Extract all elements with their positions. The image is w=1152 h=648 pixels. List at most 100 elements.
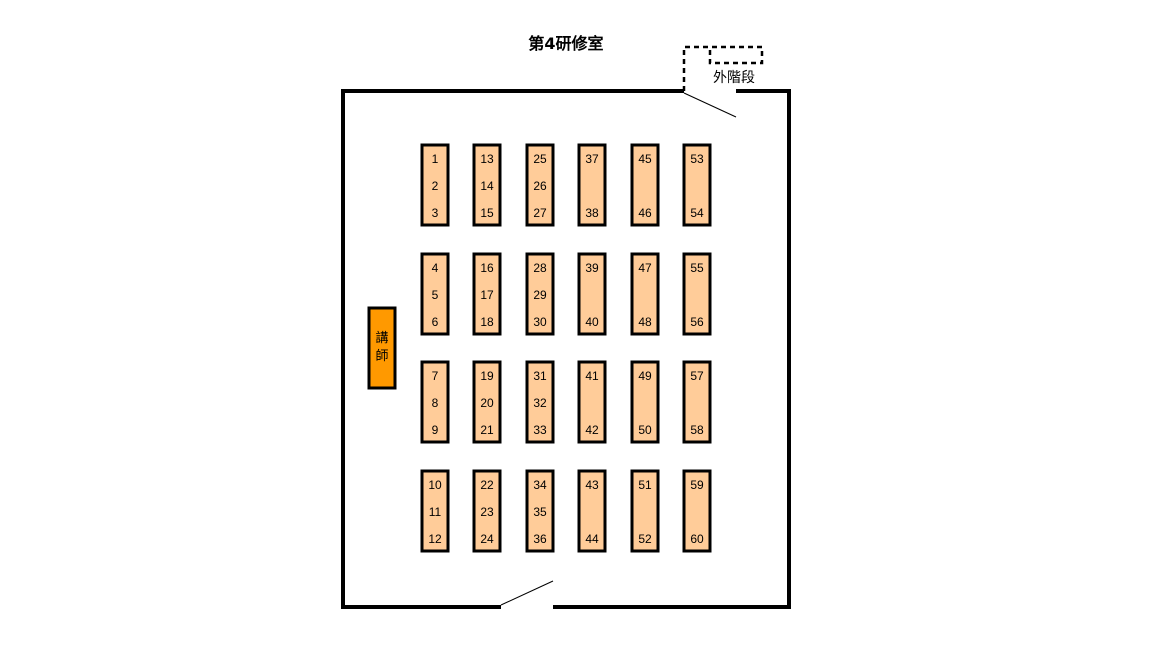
desk-rect <box>577 252 607 336</box>
desk: 47 48 <box>630 252 660 336</box>
desk: 49 50 <box>630 360 660 444</box>
seat-number[interactable]: 8 <box>432 396 439 410</box>
room-walls <box>341 89 791 609</box>
seat-number[interactable]: 52 <box>638 532 652 546</box>
seat-number[interactable]: 17 <box>480 288 494 302</box>
seat-number[interactable]: 1 <box>432 152 439 166</box>
desk-rect <box>420 143 450 227</box>
desk-rect <box>577 469 607 553</box>
seat-number[interactable]: 45 <box>638 152 652 166</box>
desk-rect <box>525 252 555 336</box>
seat-number[interactable]: 58 <box>690 423 704 437</box>
seat-number[interactable]: 33 <box>533 423 547 437</box>
seat-number[interactable]: 5 <box>432 288 439 302</box>
seat-number[interactable]: 27 <box>533 206 547 220</box>
desk: 43 44 <box>577 469 607 553</box>
desk-rect <box>472 143 502 227</box>
seat-number[interactable]: 25 <box>533 152 547 166</box>
seat-number[interactable]: 47 <box>638 261 652 275</box>
seat-number[interactable]: 23 <box>480 505 494 519</box>
podium: 講 師 <box>367 306 397 390</box>
seat-number[interactable]: 16 <box>480 261 494 275</box>
seat-number[interactable]: 55 <box>690 261 704 275</box>
external-stairs <box>682 45 764 91</box>
seat-number[interactable]: 20 <box>480 396 494 410</box>
desk-rect <box>472 252 502 336</box>
desk-rect <box>525 360 555 444</box>
door-top <box>683 92 737 118</box>
desk-rect <box>682 469 712 553</box>
stairs-label: 外階段 <box>713 70 755 86</box>
desk-rect <box>577 143 607 227</box>
podium-label-2: 師 <box>375 349 388 364</box>
seat-number[interactable]: 10 <box>428 478 442 492</box>
seat-number[interactable]: 22 <box>480 478 494 492</box>
seat-number[interactable]: 6 <box>432 315 439 329</box>
seat-number[interactable]: 29 <box>533 288 547 302</box>
seat-number[interactable]: 12 <box>428 532 442 546</box>
seat-number[interactable]: 54 <box>690 206 704 220</box>
desk: 19 20 21 <box>472 360 502 444</box>
seat-number[interactable]: 44 <box>585 532 599 546</box>
door-bottom <box>500 580 554 606</box>
seat-number[interactable]: 26 <box>533 179 547 193</box>
desk: 16 17 18 <box>472 252 502 336</box>
desk: 59 60 <box>682 469 712 553</box>
seat-number[interactable]: 34 <box>533 478 547 492</box>
seat-number[interactable]: 28 <box>533 261 547 275</box>
seat-number[interactable]: 37 <box>585 152 599 166</box>
seat-number[interactable]: 56 <box>690 315 704 329</box>
desk-rect <box>525 143 555 227</box>
seat-number[interactable]: 57 <box>690 369 704 383</box>
desk: 31 32 33 <box>525 360 555 444</box>
seat-number[interactable]: 38 <box>585 206 599 220</box>
seat-number[interactable]: 14 <box>480 179 494 193</box>
seat-number[interactable]: 59 <box>690 478 704 492</box>
seat-number[interactable]: 3 <box>432 206 439 220</box>
desk: 41 42 <box>577 360 607 444</box>
seat-number[interactable]: 31 <box>533 369 547 383</box>
seat-number[interactable]: 21 <box>480 423 494 437</box>
seat-number[interactable]: 35 <box>533 505 547 519</box>
seat-number[interactable]: 32 <box>533 396 547 410</box>
desk-rect <box>525 469 555 553</box>
desk: 4 5 6 <box>420 252 450 336</box>
seat-number[interactable]: 9 <box>432 423 439 437</box>
desk: 39 40 <box>577 252 607 336</box>
desk: 34 35 36 <box>525 469 555 553</box>
seat-number[interactable]: 19 <box>480 369 494 383</box>
seat-number[interactable]: 41 <box>585 369 599 383</box>
seat-number[interactable]: 13 <box>480 152 494 166</box>
desk-rect <box>682 143 712 227</box>
desk-rect <box>472 469 502 553</box>
desk-rect <box>472 360 502 444</box>
seat-number[interactable]: 42 <box>585 423 599 437</box>
seat-number[interactable]: 40 <box>585 315 599 329</box>
desk: 1 2 3 <box>420 143 450 227</box>
desk-rect <box>420 360 450 444</box>
seat-number[interactable]: 15 <box>480 206 494 220</box>
seat-number[interactable]: 50 <box>638 423 652 437</box>
seat-number[interactable]: 39 <box>585 261 599 275</box>
seat-number[interactable]: 11 <box>429 505 442 519</box>
wall-top-left <box>341 89 684 609</box>
desk-rect <box>420 469 450 553</box>
seat-number[interactable]: 51 <box>638 478 652 492</box>
seat-number[interactable]: 60 <box>690 532 704 546</box>
seat-number[interactable]: 46 <box>638 206 652 220</box>
seat-number[interactable]: 18 <box>480 315 494 329</box>
desk-rect <box>420 252 450 336</box>
desk: 55 56 <box>682 252 712 336</box>
seat-number[interactable]: 48 <box>638 315 652 329</box>
desk: 53 54 <box>682 143 712 227</box>
seat-number[interactable]: 53 <box>690 152 704 166</box>
seat-number[interactable]: 2 <box>432 179 439 193</box>
desk: 10 11 12 <box>420 469 450 553</box>
seat-number[interactable]: 36 <box>533 532 547 546</box>
seat-number[interactable]: 4 <box>432 261 439 275</box>
seat-number[interactable]: 7 <box>432 369 439 383</box>
seat-number[interactable]: 49 <box>638 369 652 383</box>
seat-number[interactable]: 24 <box>480 532 494 546</box>
seat-number[interactable]: 30 <box>533 315 547 329</box>
seat-number[interactable]: 43 <box>585 478 599 492</box>
